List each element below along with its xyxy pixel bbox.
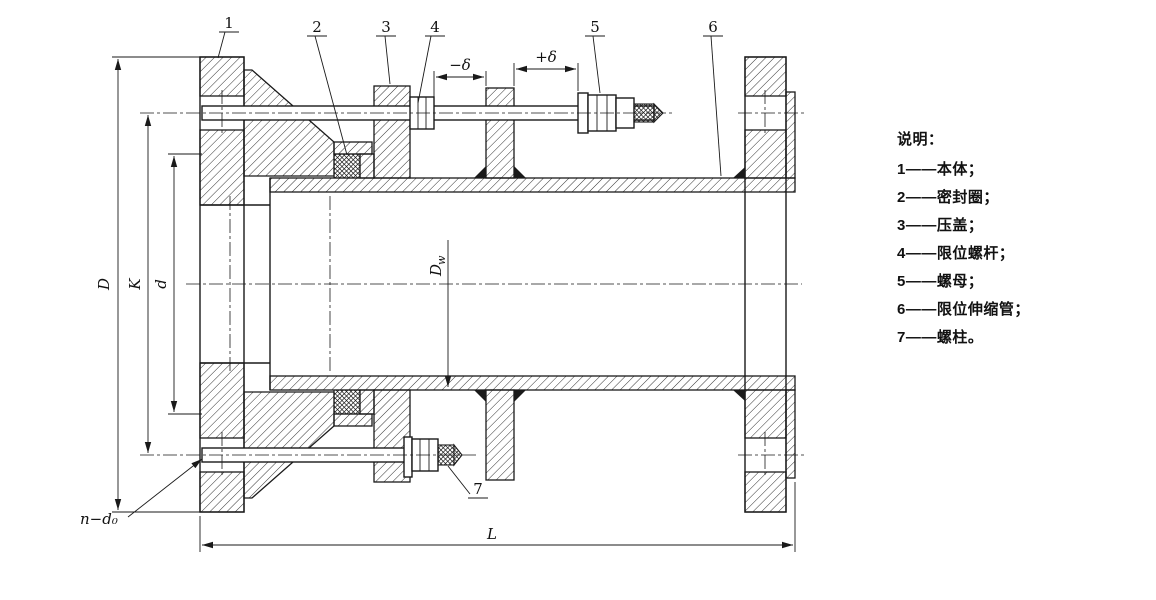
callout-5: 5 <box>590 18 600 36</box>
callout-4: 4 <box>430 18 440 36</box>
expansion-pipe-part <box>269 87 796 481</box>
body-part <box>199 56 373 513</box>
dim-nd0-label: n−d₀ <box>80 510 118 528</box>
legend-item-6: 6——限位伸缩管； <box>897 301 1030 318</box>
legend-item-1: 1——本体； <box>897 161 984 178</box>
seal-ring-part <box>333 153 361 415</box>
dim-L-label: L <box>486 525 497 543</box>
callouts: 1 2 3 4 5 6 7 <box>217 14 723 499</box>
callout-2: 2 <box>312 18 322 36</box>
legend: 说明： 1——本体； 2——密封圈； 3——压盖； 4——限位螺杆； 5——螺母… <box>897 126 1030 352</box>
dimensions: D K d D w L n−d₀ −δ <box>80 48 796 552</box>
dim-minus-delta-label: −δ <box>449 56 471 74</box>
dim-K-label: K <box>126 278 144 291</box>
right-flange <box>733 56 796 513</box>
gland-part <box>359 85 411 483</box>
dim-d-label: d <box>152 279 170 289</box>
dim-D-label: D <box>95 278 113 291</box>
legend-item-4: 4——限位螺杆； <box>897 245 1015 262</box>
legend-item-7: 7——螺柱。 <box>897 329 984 346</box>
callout-3: 3 <box>381 18 391 36</box>
dim-plus-delta-label: +δ <box>535 48 557 66</box>
dim-Dw-label: D <box>427 264 445 277</box>
dim-Dw-sub-label: w <box>435 255 448 265</box>
callout-6: 6 <box>708 18 718 36</box>
callout-1: 1 <box>224 14 234 32</box>
legend-item-3: 3——压盖； <box>897 217 984 234</box>
callout-7: 7 <box>473 480 483 498</box>
legend-title: 说明： <box>897 131 944 148</box>
legend-item-2: 2——密封圈； <box>897 189 999 206</box>
legend-item-5: 5——螺母； <box>897 273 984 290</box>
centerlines <box>140 90 806 478</box>
stud-part <box>201 436 463 478</box>
